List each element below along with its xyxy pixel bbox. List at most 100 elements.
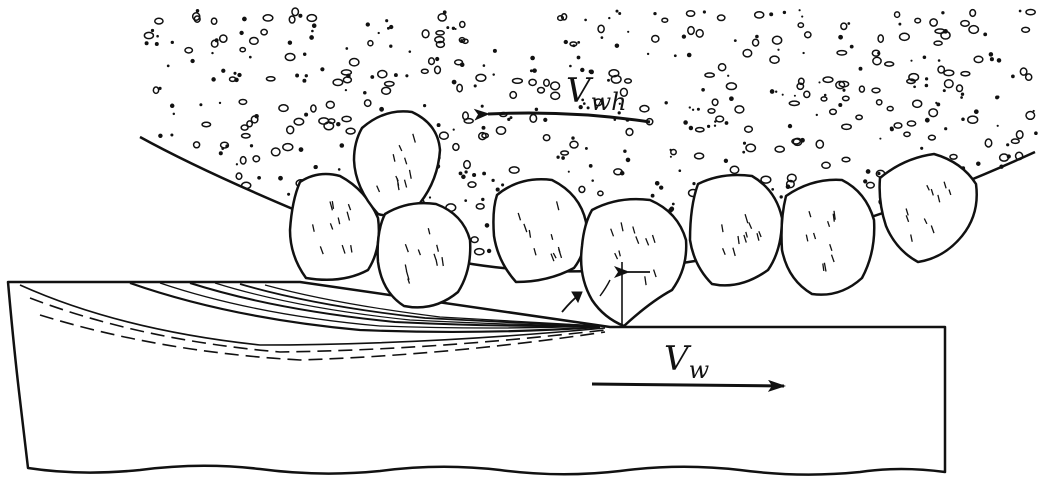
bond-speck — [944, 70, 954, 76]
bond-speck — [773, 36, 782, 44]
bond-speck — [292, 8, 299, 16]
bond-speck — [842, 157, 850, 161]
bond-speck — [688, 27, 694, 35]
bond-speck — [236, 173, 242, 179]
abrasive-grain — [690, 175, 782, 285]
bond-speck — [877, 172, 880, 175]
bond-speck — [289, 16, 295, 23]
bond-speck — [907, 121, 915, 126]
bond-speck — [695, 153, 704, 159]
bond-speck — [170, 133, 173, 136]
bond-speck — [313, 165, 317, 169]
bond-speck — [455, 28, 457, 30]
bond-speck — [745, 126, 753, 132]
bond-speck — [378, 32, 380, 34]
bond-speck — [443, 10, 447, 14]
bond-speck — [483, 64, 486, 67]
bond-speck — [653, 12, 656, 15]
bond-speck — [727, 75, 729, 77]
bond-speck — [389, 45, 392, 48]
bond-speck — [818, 81, 820, 83]
bond-speck — [743, 142, 746, 145]
bond-speck — [326, 101, 334, 108]
bond-speck — [482, 133, 488, 138]
bond-speck — [464, 119, 473, 124]
bond-speck — [577, 41, 580, 44]
bond-speck — [529, 79, 536, 85]
bond-speck — [682, 34, 686, 38]
bond-speck — [312, 23, 317, 28]
bond-speck — [561, 151, 569, 155]
bond-speck — [957, 85, 963, 92]
bond-speck — [496, 188, 500, 192]
bond-speck — [925, 118, 930, 123]
bond-speck — [211, 18, 216, 24]
bond-speck — [696, 128, 704, 132]
bond-speck — [665, 101, 668, 104]
bond-speck — [429, 196, 431, 198]
bond-speck — [440, 132, 449, 139]
bond-speck — [898, 23, 901, 26]
bond-speck — [342, 116, 351, 121]
bond-speck — [365, 100, 371, 106]
bond-speck — [304, 113, 308, 117]
bond-speck — [928, 135, 935, 140]
bond-speck — [261, 29, 267, 34]
bond-speck — [254, 114, 258, 118]
bond-speck — [339, 143, 344, 148]
bond-speck — [1016, 131, 1022, 139]
bond-speck — [482, 126, 486, 130]
bond-speck — [453, 129, 455, 131]
bond-speck — [438, 14, 446, 21]
bond-speck — [725, 121, 729, 125]
bond-speck — [961, 93, 964, 96]
bond-speck — [974, 56, 983, 62]
bond-speck — [775, 91, 777, 93]
bond-speck — [626, 129, 633, 136]
bond-speck — [885, 62, 894, 66]
bond-speck — [989, 52, 994, 57]
bond-speck — [153, 87, 158, 93]
bond-speck — [233, 72, 236, 75]
bond-speck — [589, 164, 593, 168]
bond-speck — [211, 77, 215, 81]
bond-speck — [145, 41, 149, 45]
bond-speck — [368, 41, 373, 46]
work-velocity-arrow — [592, 384, 784, 386]
bond-speck — [363, 91, 367, 95]
bond-speck — [742, 151, 745, 154]
bond-speck — [717, 15, 724, 20]
bond-speck — [843, 96, 850, 100]
bond-speck — [585, 147, 588, 150]
bond-speck — [237, 73, 241, 77]
bond-speck — [705, 73, 714, 77]
bond-speck — [960, 96, 963, 99]
bond-speck — [598, 191, 603, 195]
bond-speck — [755, 12, 764, 18]
bond-speck — [859, 67, 863, 71]
bond-speck — [460, 21, 465, 27]
bond-speck — [551, 82, 560, 90]
bond-speck — [689, 126, 693, 130]
bond-speck — [929, 109, 938, 117]
bond-speck — [345, 89, 347, 91]
bond-speck — [219, 151, 223, 155]
bond-speck — [608, 17, 610, 19]
bond-speck — [170, 104, 175, 109]
bond-speck — [969, 26, 978, 34]
bond-speck — [856, 115, 862, 119]
bond-speck — [215, 38, 219, 42]
bond-speck — [669, 149, 671, 151]
bond-speck — [211, 52, 213, 54]
bond-speck — [726, 83, 736, 90]
bond-speck — [311, 30, 314, 33]
bond-speck — [771, 188, 774, 191]
bond-speck — [687, 53, 692, 58]
bond-speck — [464, 199, 467, 202]
bond-speck — [561, 156, 565, 160]
bond-speck — [155, 18, 163, 24]
bond-speck — [436, 31, 444, 35]
bond-speck — [729, 96, 734, 101]
bond-speck — [378, 70, 387, 77]
bond-speck — [423, 104, 426, 107]
